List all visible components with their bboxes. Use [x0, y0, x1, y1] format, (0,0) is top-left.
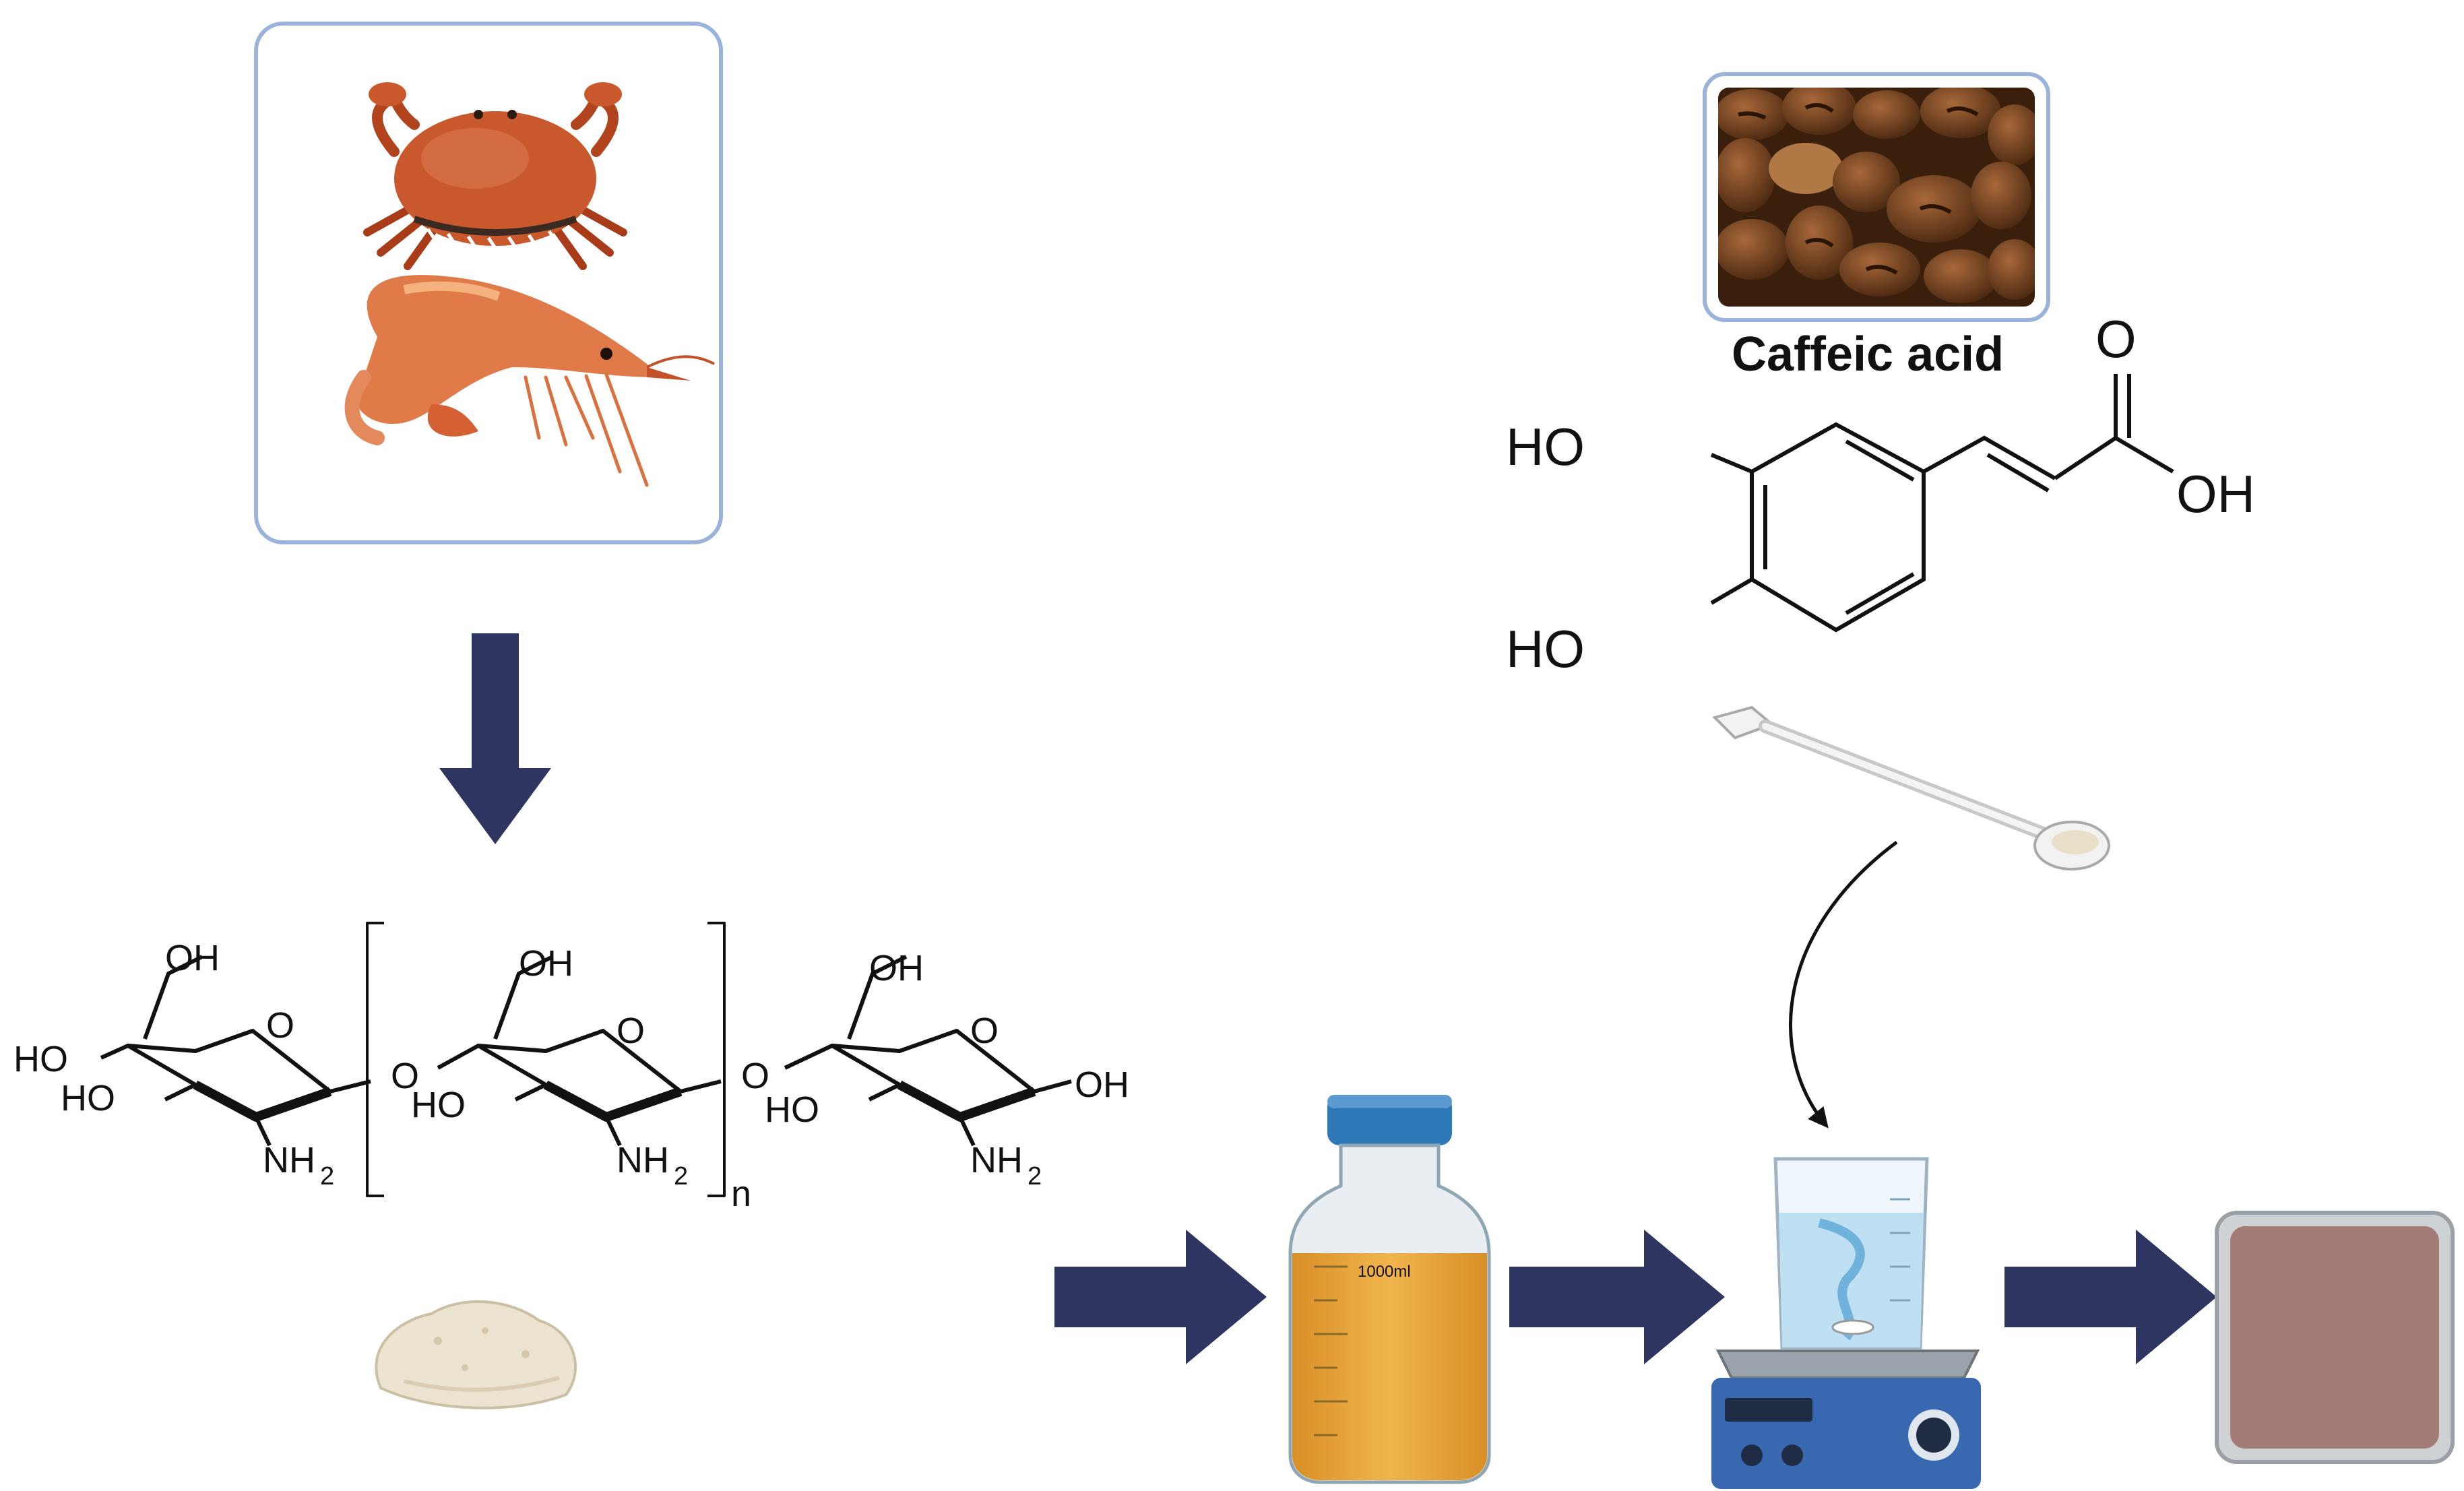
label-nh-1: NH — [263, 1140, 315, 1180]
coffee-panel — [1703, 72, 2050, 322]
label-oh-1: OH — [165, 938, 220, 978]
right-arrow-1 — [1054, 1230, 1267, 1364]
label-ho-2: HO — [411, 1085, 466, 1125]
caffeic-acid-labels: O OH HO HO — [1506, 309, 2255, 678]
curved-arrow — [1789, 840, 1898, 1129]
label-o-link1: O — [391, 1056, 419, 1096]
right-arrow-2 — [1509, 1230, 1725, 1364]
label-nh-2: NH — [617, 1140, 669, 1180]
label-o-ring1: O — [266, 1005, 294, 1046]
label-ca-ho-top: HO — [1506, 417, 1585, 476]
caffeic-acid-structure — [1710, 374, 2174, 633]
label-ho-1a: HO — [13, 1039, 68, 1079]
coffee-beans — [1718, 88, 2035, 303]
label-sub2-3: 2 — [1028, 1162, 1042, 1191]
label-ho-3: HO — [765, 1089, 819, 1130]
shrimp-icon — [344, 275, 715, 487]
down-arrow — [439, 633, 551, 844]
label-ho-1b: HO — [61, 1078, 115, 1118]
source-frame — [254, 22, 723, 544]
reagent-bottle-icon: 1000ml — [1288, 1095, 1491, 1484]
label-oh-end: OH — [1075, 1065, 1129, 1105]
label-n: n — [731, 1174, 751, 1214]
label-ca-oh: OH — [2176, 464, 2255, 524]
chitosan-structure — [100, 922, 1072, 1197]
right-arrow-3 — [2004, 1230, 2217, 1364]
label-o-ring2: O — [617, 1011, 645, 1051]
crustacean-source-panel — [254, 22, 723, 544]
coffee-frame — [1703, 72, 2050, 322]
label-o-ring3: O — [970, 1011, 999, 1051]
spatula-icon — [1712, 705, 2110, 870]
caffeic-acid-title: Caffeic acid — [1732, 327, 2004, 381]
chitosan-labels: OH O HO HO NH 2 O OH O HO NH 2 n O OH O … — [13, 938, 1129, 1214]
powder-pile-icon — [375, 1300, 577, 1409]
film-dish-icon — [2215, 1211, 2455, 1464]
magnetic-stirrer-icon — [1711, 1157, 1981, 1489]
label-ca-ho-bottom: HO — [1506, 619, 1585, 678]
label-o-link2: O — [741, 1056, 769, 1096]
label-nh-3: NH — [970, 1140, 1023, 1180]
crab-icon — [363, 82, 627, 270]
label-oh-2: OH — [519, 943, 573, 984]
label-sub2-2: 2 — [674, 1162, 688, 1191]
bottle-volume-label: 1000ml — [1358, 1263, 1411, 1281]
label-oh-3: OH — [869, 948, 924, 988]
label-ca-o: O — [2095, 309, 2137, 369]
label-sub2-1: 2 — [320, 1162, 334, 1191]
